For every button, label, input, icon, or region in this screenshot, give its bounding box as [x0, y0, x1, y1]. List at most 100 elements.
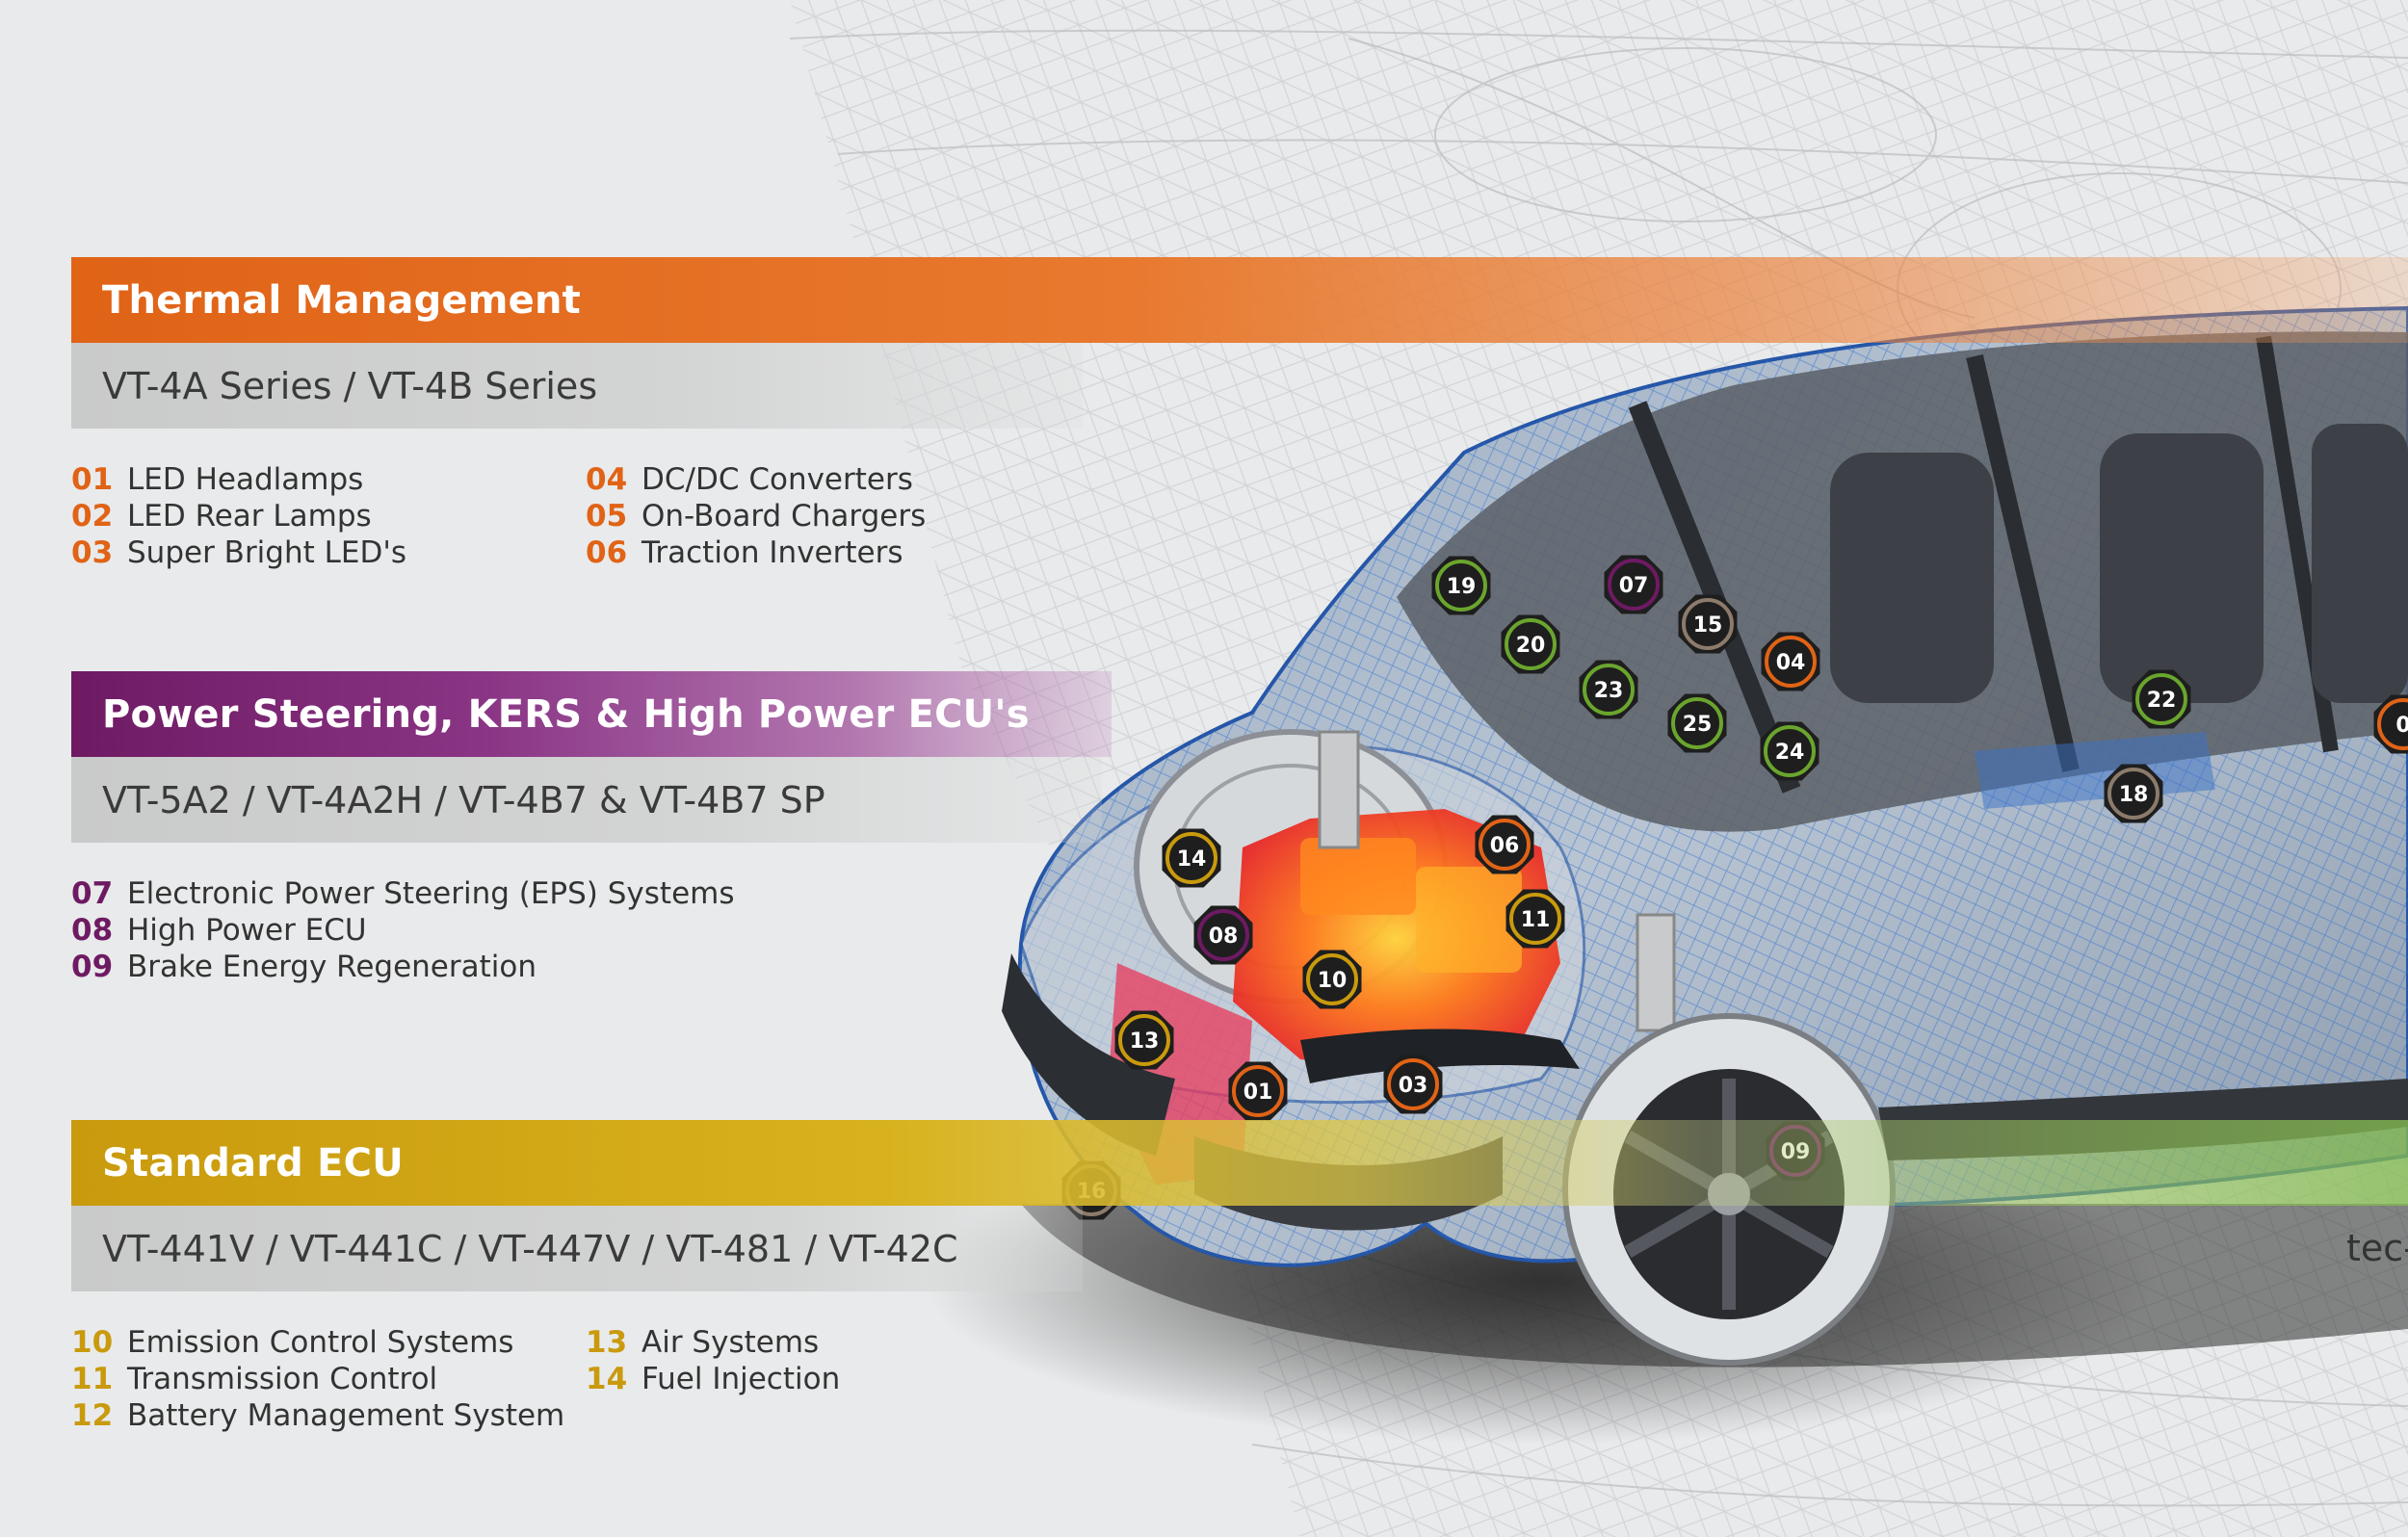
marker-ring — [1583, 664, 1635, 716]
component-marker-07: 07 — [1604, 555, 1663, 614]
item-label: Electronic Power Steering (EPS) Systems — [127, 876, 735, 911]
component-marker-10: 10 — [1302, 950, 1362, 1009]
marker-octagon — [1114, 1010, 1174, 1070]
thermal-management-header: Thermal Management — [71, 257, 2408, 343]
marker-ring — [1118, 1014, 1170, 1066]
component-marker-01: 01 — [1228, 1061, 1288, 1121]
component-marker-04: 04 — [1761, 632, 1820, 691]
standard-ecu-title: Standard ECU — [102, 1140, 404, 1185]
marker-number: 14 — [1177, 847, 1207, 872]
component-marker-18: 18 — [2104, 764, 2163, 823]
power-series-label: VT-5A2 / VT-4A2H / VT-4B7 & VT-4B7 SP — [102, 778, 825, 821]
item-number: 02 — [71, 499, 114, 534]
marker-octagon — [2104, 764, 2163, 823]
marker-number: 10 — [1318, 969, 1348, 993]
marker-ring — [1764, 725, 1816, 777]
component-marker-15: 15 — [1678, 594, 1738, 654]
item-number: 14 — [586, 1362, 628, 1396]
thermal-series-label: VT-4A Series / VT-4B Series — [102, 364, 598, 407]
marker-octagon — [1678, 594, 1738, 654]
item-label: Super Bright LED's — [127, 535, 407, 570]
item-label: DC/DC Converters — [641, 462, 913, 497]
marker-number: 0 — [2395, 714, 2408, 738]
item-label: Air Systems — [641, 1325, 820, 1360]
item-number: 06 — [586, 535, 628, 570]
marker-ring — [1435, 560, 1487, 612]
item-number: 03 — [71, 535, 114, 570]
marker-ring — [1232, 1065, 1284, 1117]
marker-ring — [1671, 697, 1723, 749]
component-marker-19: 19 — [1431, 556, 1491, 615]
component-marker-14: 14 — [1162, 828, 1221, 888]
marker-ring — [2377, 698, 2408, 750]
thermal-series-bar: VT-4A Series / VT-4B Series — [71, 343, 1083, 429]
component-marker-24: 24 — [1760, 721, 1819, 781]
marker-ring — [1509, 893, 1561, 945]
item-number: 11 — [71, 1362, 114, 1396]
component-marker-03: 03 — [1383, 1055, 1443, 1114]
marker-octagon — [1501, 614, 1560, 674]
component-marker-23: 23 — [1579, 660, 1638, 719]
marker-number: 22 — [2147, 689, 2177, 713]
marker-octagon — [1761, 632, 1820, 691]
item-label: LED Headlamps — [127, 462, 364, 497]
marker-octagon — [1604, 555, 1663, 614]
item-number: 10 — [71, 1325, 114, 1360]
list-item: 10 Emission Control Systems — [71, 1324, 564, 1361]
marker-number: 18 — [2119, 783, 2149, 807]
marker-ring — [1387, 1058, 1439, 1110]
item-number: 08 — [71, 913, 114, 948]
item-label: LED Rear Lamps — [127, 499, 372, 534]
marker-number: 01 — [1243, 1081, 1273, 1105]
marker-ring — [2107, 768, 2159, 820]
item-number: 05 — [586, 499, 628, 534]
marker-ring — [1682, 598, 1734, 650]
marker-octagon — [1760, 721, 1819, 781]
list-item: 08 High Power ECU — [71, 912, 735, 949]
power-series-bar: VT-5A2 / VT-4A2H / VT-4B7 & VT-4B7 SP — [71, 757, 1102, 843]
power-steering-header: Power Steering, KERS & High Power ECU's — [71, 671, 1112, 757]
standard-series-label: VT-441V / VT-441C / VT-447V / VT-481 / V… — [102, 1227, 958, 1270]
marker-number: 23 — [1594, 679, 1624, 703]
list-item: 04 DC/DC Converters — [586, 461, 926, 498]
list-item: 03 Super Bright LED's — [71, 534, 406, 571]
item-number: 04 — [586, 462, 628, 497]
marker-ring — [1306, 953, 1358, 1005]
item-number: 01 — [71, 462, 114, 497]
marker-ring — [1197, 909, 1249, 961]
item-label: Brake Energy Regeneration — [127, 950, 537, 984]
component-marker-11: 11 — [1505, 889, 1565, 949]
thermal-list-left: 01 LED Headlamps 02 LED Rear Lamps 03 Super… — [71, 461, 406, 571]
standard-series-bar: VT-441V / VT-441C / VT-447V / VT-481 / V… — [71, 1206, 1083, 1291]
power-steering-title: Power Steering, KERS & High Power ECU's — [102, 691, 1030, 737]
item-label: High Power ECU — [127, 913, 367, 948]
item-label: Emission Control Systems — [127, 1325, 514, 1360]
marker-octagon — [2132, 669, 2191, 729]
footer-text: tec- — [2346, 1227, 2408, 1269]
marker-number: 24 — [1775, 741, 1805, 765]
marker-number: 20 — [1516, 634, 1546, 658]
marker-number: 25 — [1683, 713, 1713, 737]
component-marker-20: 20 — [1501, 614, 1560, 674]
list-item: 14 Fuel Injection — [586, 1361, 840, 1397]
item-label: Battery Management System — [127, 1398, 565, 1433]
marker-number: 15 — [1693, 613, 1723, 638]
marker-ring — [1479, 819, 1531, 871]
marker-number: 11 — [1521, 908, 1551, 932]
marker-ring — [1765, 636, 1817, 688]
list-item: 02 LED Rear Lamps — [71, 498, 406, 534]
marker-number: 19 — [1447, 575, 1477, 599]
list-item: 01 LED Headlamps — [71, 461, 406, 498]
component-marker-25: 25 — [1667, 693, 1727, 753]
marker-octagon — [1579, 660, 1638, 719]
component-marker-13: 13 — [1114, 1010, 1174, 1070]
marker-octagon — [1505, 889, 1565, 949]
item-label: Fuel Injection — [641, 1362, 841, 1396]
